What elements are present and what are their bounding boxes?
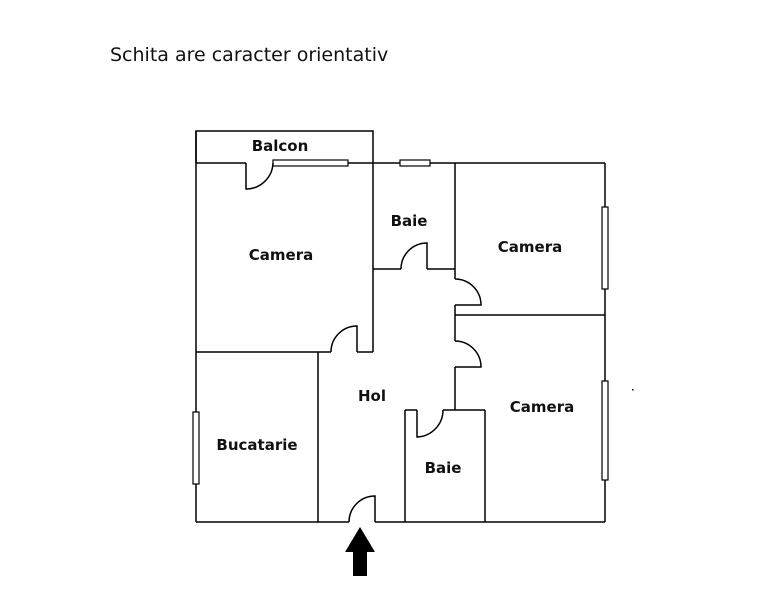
label-camera-3: Camera <box>510 398 574 416</box>
outer-walls <box>195 131 606 523</box>
door-camera-1 <box>330 325 358 353</box>
door-balcony <box>245 162 274 190</box>
window-camera-1 <box>272 159 349 167</box>
entrance-arrow-icon <box>345 527 375 576</box>
plan-title: Schita are caracter orientativ <box>110 44 389 66</box>
door-baie-1 <box>400 242 428 270</box>
door-camera-2 <box>454 278 482 306</box>
window-camera-3 <box>601 380 609 481</box>
label-hol: Hol <box>358 387 386 405</box>
label-bucatarie: Bucatarie <box>216 436 297 454</box>
window-camera-2 <box>601 206 609 290</box>
door-baie-2 <box>416 409 444 438</box>
label-camera-1: Camera <box>249 246 313 264</box>
interior-walls <box>196 163 605 522</box>
label-balcon: Balcon <box>252 137 309 155</box>
label-baie-1: Baie <box>391 212 428 230</box>
label-baie-2: Baie <box>425 459 462 477</box>
doors <box>245 162 482 523</box>
door-camera-3 <box>454 340 482 368</box>
room-labels: Balcon Camera Baie Camera Hol Bucatarie … <box>216 137 574 477</box>
label-camera-2: Camera <box>498 238 562 256</box>
door-entrance <box>348 495 376 523</box>
window-bucatarie <box>192 411 200 485</box>
stray-dot <box>632 389 634 391</box>
window-baie-1 <box>399 159 431 167</box>
